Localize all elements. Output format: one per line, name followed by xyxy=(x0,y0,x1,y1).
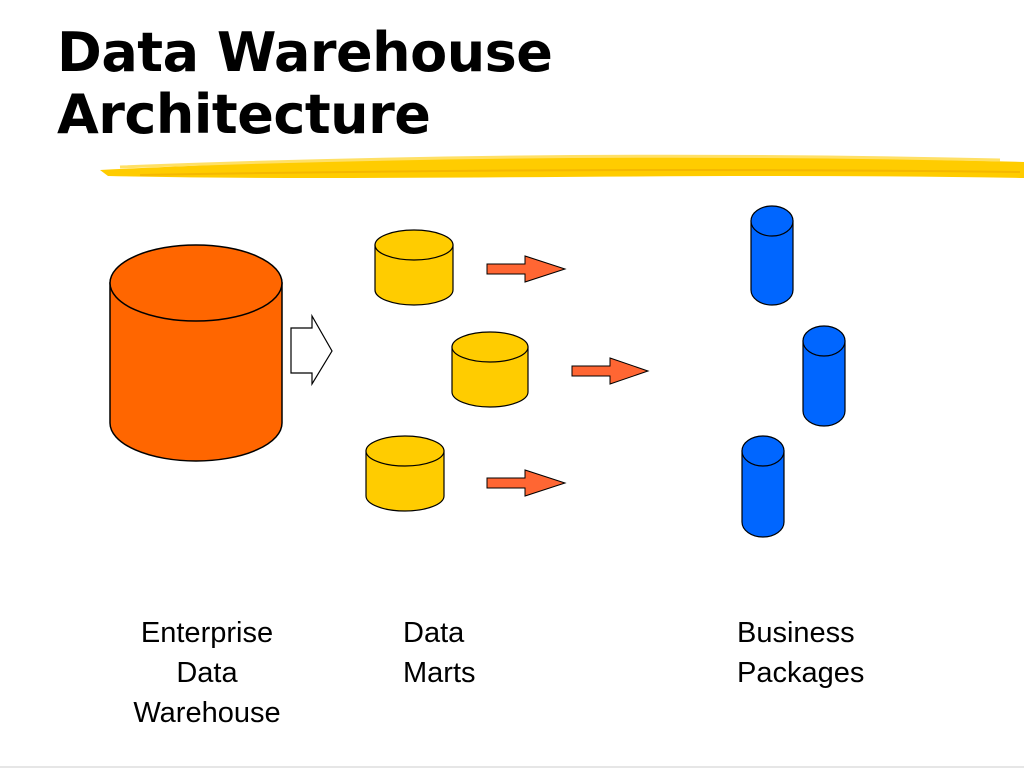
enterprise-warehouse-label-line: Data xyxy=(176,657,238,689)
business-packages-label-line: Packages xyxy=(737,657,865,689)
title-underline-stroke xyxy=(100,154,1024,178)
mart-to-package-arrow xyxy=(486,469,567,497)
mart-to-package-arrow xyxy=(571,357,650,385)
enterprise-warehouse-label-line: Enterprise xyxy=(140,617,274,649)
business-package-cylinder xyxy=(741,435,785,538)
data-mart-cylinder xyxy=(374,229,454,306)
slide-title-line-1: Data Warehouse xyxy=(57,21,553,84)
warehouse-to-marts-arrow xyxy=(290,313,333,387)
enterprise-warehouse-cylinder xyxy=(109,244,283,462)
slide-title-line-2: Architecture xyxy=(57,83,431,146)
data-marts-label: Data Marts xyxy=(403,613,476,693)
business-package-cylinder xyxy=(802,325,846,427)
data-mart-cylinder xyxy=(451,331,529,408)
business-packages-label: Business Packages xyxy=(737,613,864,693)
enterprise-warehouse-label-line: Warehouse xyxy=(133,697,281,729)
data-marts-label-line: Data xyxy=(403,617,465,649)
slide-title: Data Warehouse Architecture xyxy=(57,21,553,146)
data-marts-label-line: Marts xyxy=(403,657,476,689)
slide-bottom-rule xyxy=(0,766,1024,768)
mart-to-package-arrow xyxy=(486,255,567,283)
business-packages-label-line: Business xyxy=(737,617,855,649)
enterprise-warehouse-label: Enterprise Data Warehouse xyxy=(107,613,307,733)
data-mart-cylinder xyxy=(365,435,445,512)
business-package-cylinder xyxy=(750,205,794,306)
